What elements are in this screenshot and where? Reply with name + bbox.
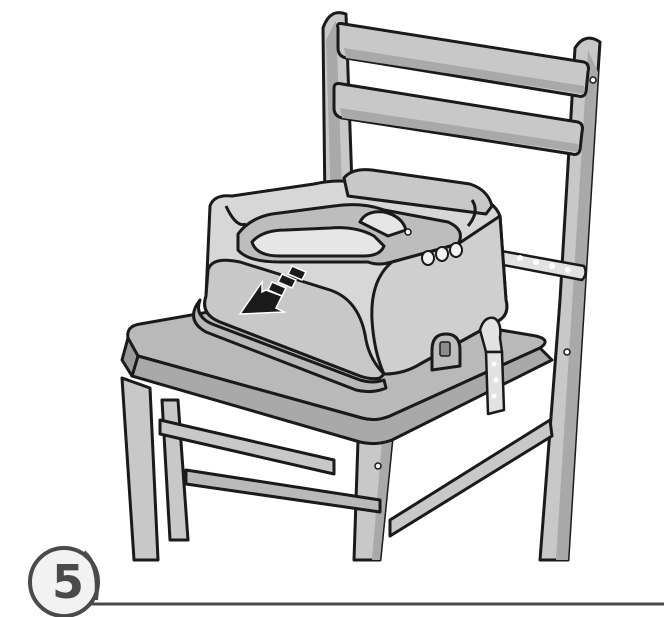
step-badge: 5 xyxy=(30,548,98,616)
chair-stretcher-back xyxy=(186,470,380,512)
height-button-1 xyxy=(422,251,434,265)
height-button-3 xyxy=(450,243,462,257)
chair-back-screw-mid xyxy=(564,349,570,355)
seat-strap-band xyxy=(486,352,504,414)
booster-rim-pin xyxy=(405,229,411,235)
chair-back-screw-top xyxy=(590,77,596,83)
height-button-2 xyxy=(436,247,448,261)
chair-leg-front-left xyxy=(122,378,158,560)
chair-leg-screw xyxy=(375,463,381,469)
booster-cushion xyxy=(252,228,384,256)
step-number: 5 xyxy=(52,555,84,609)
chair-stretcher-front xyxy=(390,420,552,536)
booster-release-latch-slot xyxy=(440,342,450,356)
